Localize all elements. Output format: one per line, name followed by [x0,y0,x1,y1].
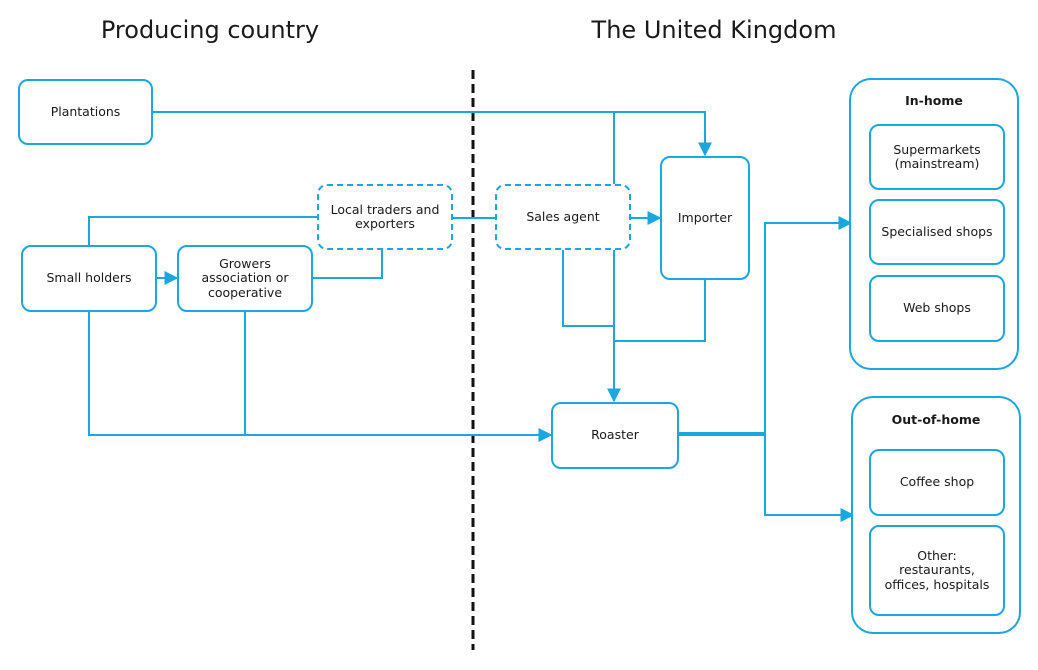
small-holders-node: Small holders [21,245,157,312]
importer-to-trunk-line [614,279,706,342]
plantations-to-importer-line [152,111,712,157]
growers-to-traders-line [313,249,383,279]
united-kingdom-heading: The United Kingdom [591,16,837,44]
local-traders-node: Local traders and exporters [317,184,453,250]
smallholders-to-traders-line [88,216,318,245]
web-shops-node: Web shops [869,275,1005,342]
roaster-node: Roaster [551,402,679,469]
sales-agent-node: Sales agent [495,184,631,250]
other-outlets-node: Other: restaurants, offices, hospitals [869,525,1005,616]
in-home-title: In-home [905,93,963,108]
coffee-shop-node: Coffee shop [869,449,1005,516]
specialised-shops-node: Specialised shops [869,199,1005,265]
roaster-to-inhome-arrow [678,216,853,436]
growers-association-node: Growers association or cooperative [177,245,313,312]
salesagent-loop-line [562,250,614,327]
roaster-to-outofhome-arrow [678,432,855,522]
plantations-node: Plantations [18,79,153,145]
producing-country-heading: Producing country [100,16,320,44]
importer-node: Importer [660,156,750,280]
smallholders-to-roaster-arrow [88,312,553,442]
out-of-home-title: Out-of-home [891,412,981,427]
supermarkets-node: Supermarkets (mainstream) [869,124,1005,190]
